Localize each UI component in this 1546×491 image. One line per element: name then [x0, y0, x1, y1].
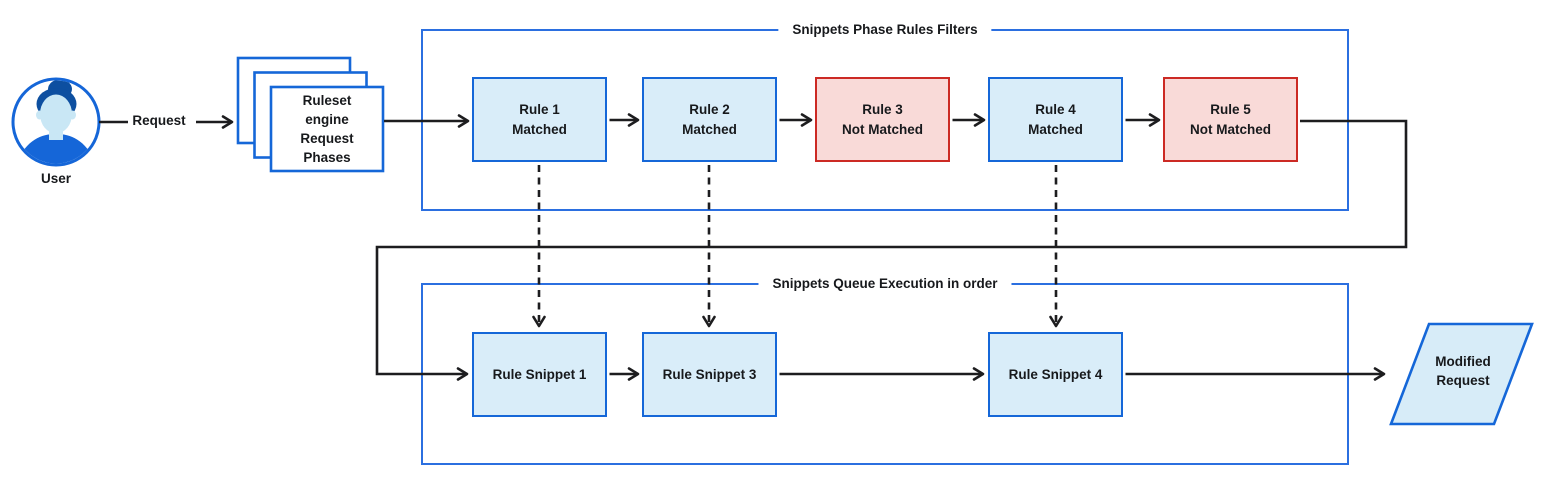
rule-5-box: Rule 5 Not Matched [1163, 77, 1298, 162]
document-stack-icon [236, 56, 385, 173]
request-arrow-label: Request [132, 113, 186, 128]
modified-request-label: Modified Request [1435, 354, 1491, 388]
rule-snippet-4-box: Rule Snippet 4 [988, 332, 1123, 417]
rule-snippet-1-box: Rule Snippet 1 [472, 332, 607, 417]
modified-request-shape [1389, 322, 1534, 426]
rule-2-box: Rule 2 Matched [642, 77, 777, 162]
rule-4-box: Rule 4 Matched [988, 77, 1123, 162]
queue-execution-title: Snippets Queue Execution in order [758, 274, 1012, 294]
user-label: User [40, 171, 72, 186]
rule-3-box: Rule 3 Not Matched [815, 77, 950, 162]
rule-snippet-3-box: Rule Snippet 3 [642, 332, 777, 417]
ruleset-stack-label: Ruleset engine Request Phases [300, 93, 354, 165]
rule-1-box: Rule 1 Matched [472, 77, 607, 162]
phase-rules-filters-title: Snippets Phase Rules Filters [778, 20, 992, 40]
user-avatar-icon [11, 77, 101, 167]
rule5-feedback-connector [375, 119, 1408, 381]
